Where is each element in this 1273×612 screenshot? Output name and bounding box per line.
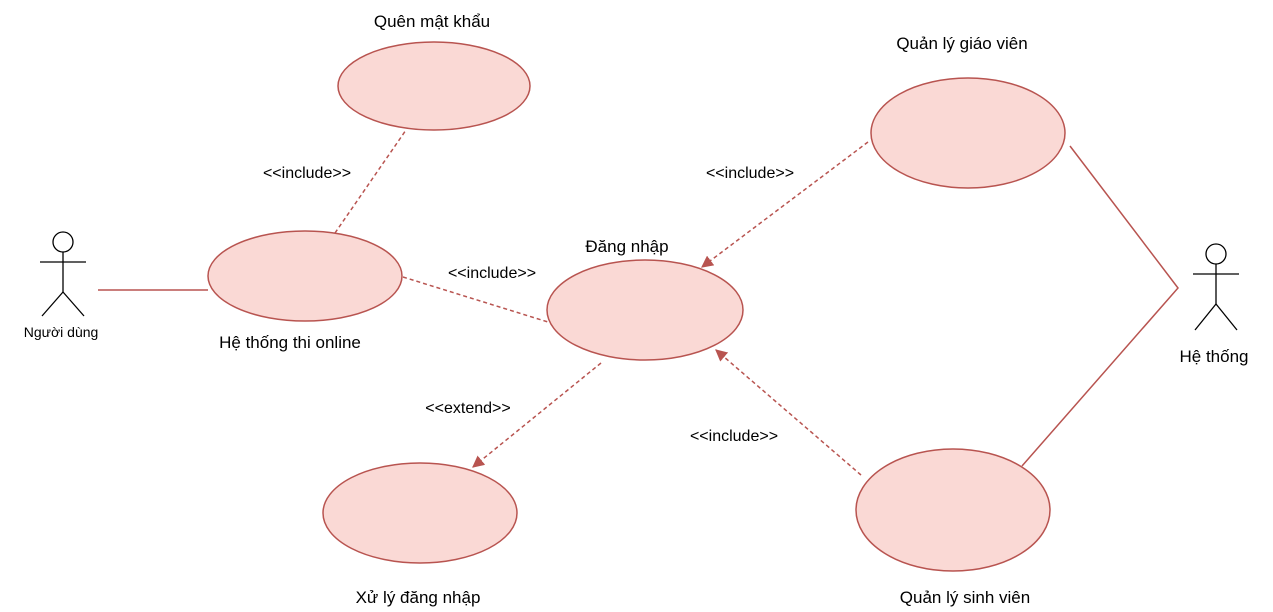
- actor-user-label: Người dùng: [24, 324, 99, 340]
- use-case-manage-students: [855, 448, 1051, 572]
- label-manage-teachers: Quản lý giáo viên: [896, 34, 1027, 53]
- label-forgot-password: Quên mật khẩu: [374, 12, 490, 31]
- association-system-use-cases: [1021, 145, 1179, 467]
- stereotype-login-process: <<extend>>: [425, 400, 510, 417]
- stereotype-teachers-login: <<include>>: [706, 165, 794, 182]
- label-online-exam: Hệ thống thi online: [219, 333, 361, 352]
- actor-system: [1193, 243, 1239, 331]
- actor-system-label: Hệ thống: [1180, 347, 1249, 366]
- stereotype-students-login: <<include>>: [690, 428, 778, 445]
- actor-user-head: [52, 231, 74, 253]
- actor-user: [40, 231, 86, 317]
- label-login: Đăng nhập: [585, 237, 668, 256]
- use-case-login: [546, 259, 744, 361]
- use-case-process-login: [322, 462, 518, 564]
- stereotype-exam-forgot: <<include>>: [263, 165, 351, 182]
- use-case-manage-teachers: [870, 77, 1066, 189]
- label-process-login: Xử lý đăng nhập: [356, 588, 481, 607]
- include-teachers-login-line: [701, 141, 869, 268]
- include-students-login-line: [715, 349, 862, 476]
- use-case-forgot-password: [337, 41, 531, 131]
- use-case-online-exam: [207, 230, 403, 322]
- actor-system-head: [1205, 243, 1227, 265]
- stereotype-exam-login: <<include>>: [448, 265, 536, 282]
- label-manage-students: Quản lý sinh viên: [900, 588, 1030, 607]
- include-exam-login-line: [402, 276, 549, 323]
